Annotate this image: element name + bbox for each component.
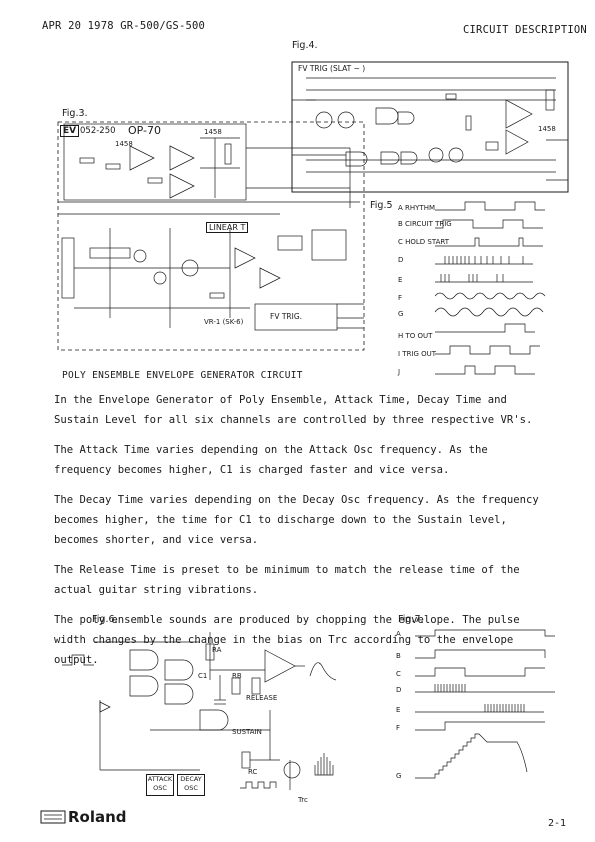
document-header-left: APR 20 1978 GR-500/GS-500	[42, 20, 206, 32]
document-header-right: CIRCUIT DESCRIPTION	[463, 24, 587, 36]
fig3-vr-label: VR-1 (SK-6)	[204, 318, 244, 326]
fig7-wave-g-label: G	[396, 772, 402, 780]
fig5-waveforms	[434, 201, 546, 375]
fig3-part-box: EV	[60, 125, 80, 137]
fig3-part-number: 052-250	[80, 126, 116, 136]
fig5-wave-b-label: B CIRCUIT TRIG	[398, 220, 452, 228]
description-body: In the Envelope Generator of Poly Ensemb…	[54, 390, 544, 680]
fig5-label: Fig.5	[370, 200, 393, 211]
fig3-schematic	[57, 121, 365, 351]
fig5-wave-j-label: J	[398, 368, 401, 376]
fig3-linear-label: LINEAR	[209, 223, 238, 232]
fig7-wave-c-label: C	[396, 670, 401, 678]
decay-osc-block: DECAY OSC	[177, 774, 205, 796]
fig6-rc-label: RC	[248, 768, 258, 776]
fig7-wave-d-label: D	[396, 686, 402, 694]
fig7-waveforms	[415, 629, 555, 779]
fig6-release-label: RELEASE	[246, 694, 278, 702]
fig5-wave-f-label: F	[398, 294, 403, 302]
fig3-ic-upper: 1458	[204, 128, 222, 136]
paragraph-envelope-generator: In the Envelope Generator of Poly Ensemb…	[54, 394, 533, 426]
page-number: 2-1	[548, 818, 567, 829]
roland-logo: Roland	[40, 808, 127, 826]
section-title: POLY ENSEMBLE ENVELOPE GENERATOR CIRCUIT	[62, 370, 303, 381]
fig3-fv-trig: FV TRIG.	[270, 312, 303, 321]
fig3-ic-left: 1458	[115, 140, 133, 148]
paragraph-poly-ensemble: The poly ensemble sounds are produced by…	[54, 614, 520, 666]
fig7-wave-e-label: E	[396, 706, 401, 714]
fig5-wave-i-label: I TRIG OUT	[398, 350, 437, 358]
fig3-label: Fig.3.	[62, 108, 88, 119]
fig5-wave-h-label: H TO OUT	[398, 332, 433, 340]
fig6-trc-label: Trc	[298, 796, 308, 804]
fig7-wave-a-label: A	[396, 630, 401, 638]
fig4-label: Fig.4.	[292, 40, 318, 51]
fig5-wave-e-label: E	[398, 276, 403, 284]
roland-logo-icon	[40, 810, 66, 824]
paragraph-release-time: The Release Time is preset to be minimum…	[54, 564, 520, 596]
fig6-sustain-label: SUSTAIN	[232, 728, 262, 736]
fig5-wave-a-label: A RHYTHM	[398, 204, 435, 212]
fig7-wave-b-label: B	[396, 652, 401, 660]
roland-wordmark: Roland	[68, 808, 127, 826]
fig6-c1-label: C1	[198, 672, 208, 680]
fig6-schematic	[62, 632, 337, 790]
fig5-wave-g-label: G	[398, 310, 404, 318]
fig4-ic-label: 1458	[538, 125, 556, 133]
fig4-schematic	[291, 61, 569, 193]
fig7-wave-f-label: F	[396, 724, 401, 732]
fig5-wave-c-label: C HOLD START	[398, 238, 449, 246]
fig6-label: Fig.6.	[92, 614, 118, 625]
paragraph-attack-time: The Attack Time varies depending on the …	[54, 444, 488, 476]
fig3-linear-t: T	[240, 223, 246, 232]
fig7-label: Fig.7.	[398, 614, 424, 625]
fig6-ra-label: RA	[212, 646, 222, 654]
fig4-title: FV TRIG (SLAT ~ )	[298, 64, 366, 73]
fig5-wave-d-label: D	[398, 256, 404, 264]
attack-osc-block: ATTACK OSC	[146, 774, 174, 796]
fig3-model: OP-70	[128, 124, 162, 137]
fig6-rb-label: RB	[232, 672, 242, 680]
fig3-linear-box: LINEAR T	[206, 222, 249, 233]
paragraph-decay-time: The Decay Time varies depending on the D…	[54, 494, 539, 546]
